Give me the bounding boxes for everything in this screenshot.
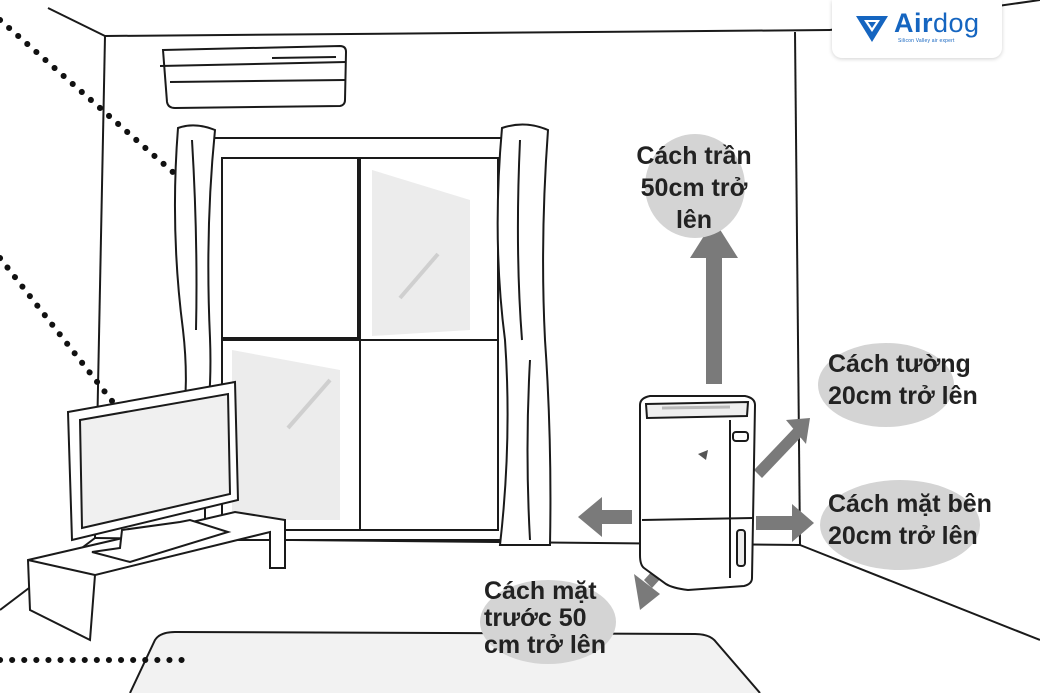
front-clearance-label: Cách mặt trước 50 cm trở lên bbox=[484, 577, 606, 659]
brand-tagline: Silicon Valley air expert bbox=[898, 38, 955, 44]
brand-name: Airdog bbox=[894, 8, 980, 38]
television bbox=[66, 380, 240, 564]
window bbox=[204, 137, 516, 541]
arrow-wall bbox=[754, 418, 810, 478]
side-clearance-label: Cách mặt bên 20cm trở lên bbox=[828, 490, 992, 550]
air-conditioner bbox=[159, 44, 348, 110]
arrow-side-left bbox=[578, 497, 632, 537]
floor-rug bbox=[129, 630, 761, 694]
brand-name-bold: Air bbox=[894, 8, 934, 38]
brand-name-regular: dog bbox=[933, 8, 980, 38]
curtains bbox=[173, 123, 552, 546]
ceiling-clearance-label: Cách trần 50cm trở lên bbox=[636, 142, 752, 234]
air-purifier bbox=[639, 395, 757, 592]
wall-clearance-label: Cách tường 20cm trở lên bbox=[828, 350, 978, 410]
arrow-up bbox=[690, 220, 738, 384]
airdog-logo-icon bbox=[856, 16, 888, 42]
arrow-side-right bbox=[756, 504, 814, 542]
tv-stand bbox=[26, 510, 286, 642]
label-bubbles bbox=[480, 134, 980, 664]
brand-logo: Airdog Silicon Valley air expert bbox=[832, 0, 1002, 58]
